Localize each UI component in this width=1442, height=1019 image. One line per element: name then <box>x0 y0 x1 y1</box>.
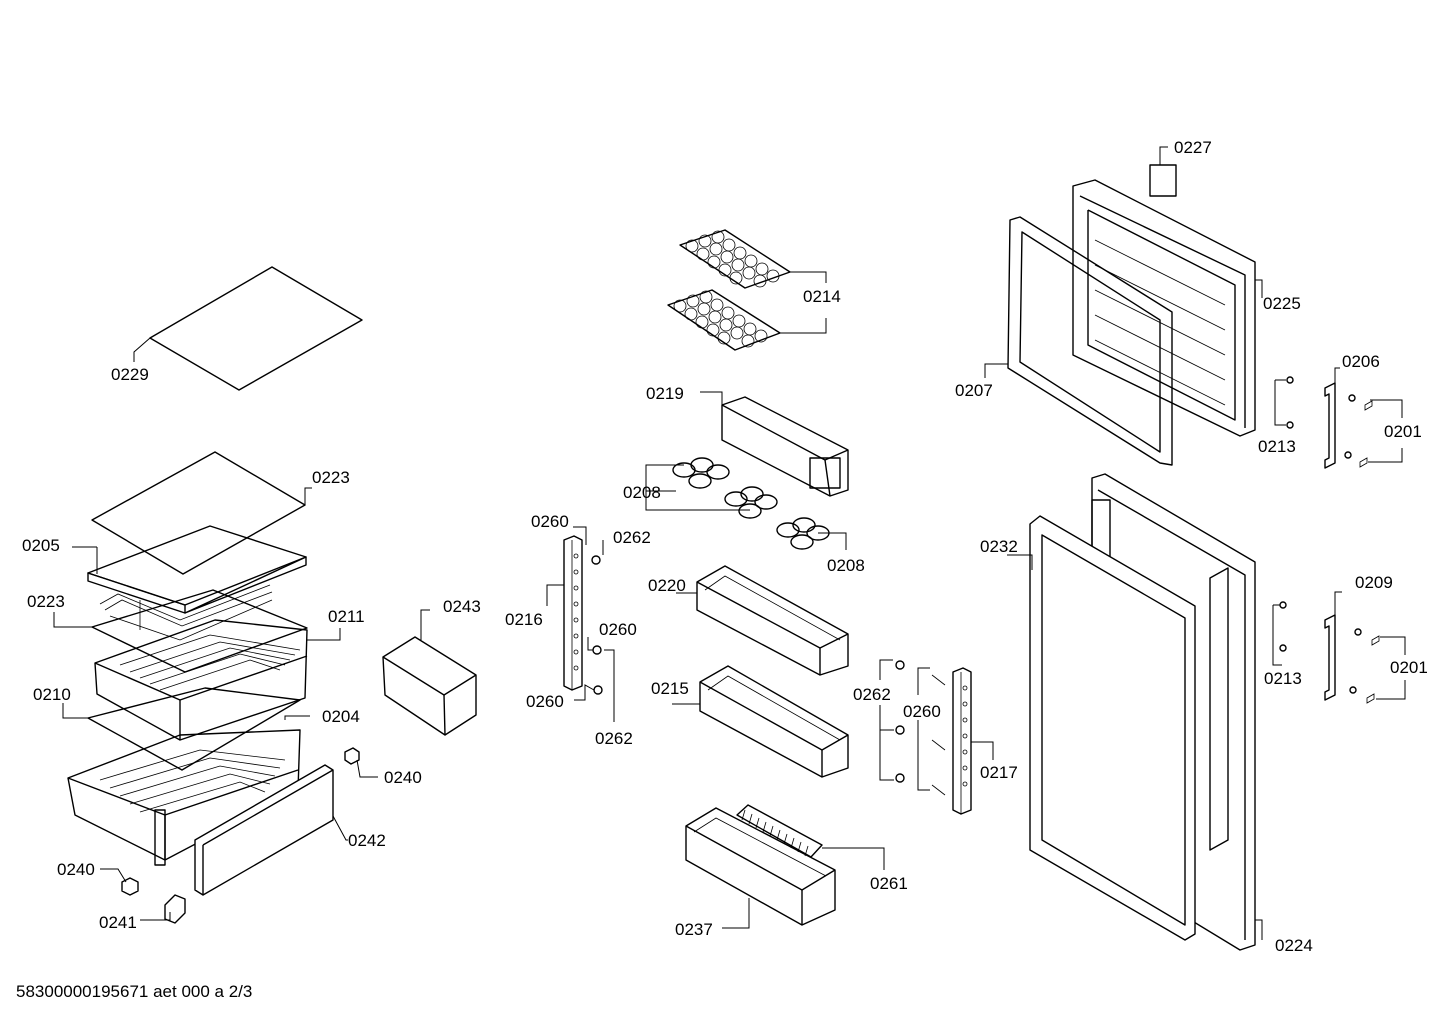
part-0207-freezer-gasket <box>984 216 1173 466</box>
label-0261: 0261 <box>870 874 908 893</box>
part-0240-clip-lower <box>100 868 139 896</box>
part-0208-egg-cup-a <box>645 457 730 492</box>
part-0208-egg-cup-c <box>776 517 847 550</box>
label-0240-lower: 0240 <box>57 860 95 879</box>
label-0219: 0219 <box>646 384 684 403</box>
part-0241-clip <box>140 894 186 924</box>
part-0227-label <box>1149 146 1177 197</box>
part-0215-door-shelf <box>672 665 849 778</box>
label-0229: 0229 <box>111 365 149 384</box>
part-0232-fridge-gasket <box>1007 515 1196 941</box>
part-0209-handle <box>1272 591 1406 704</box>
part-0229-plate <box>133 266 363 391</box>
label-0225: 0225 <box>1263 294 1301 313</box>
label-0260-a: 0260 <box>531 512 569 531</box>
label-0232: 0232 <box>980 537 1018 556</box>
part-0260-0262-screws-right <box>879 659 946 796</box>
label-0223-upper: 0223 <box>312 468 350 487</box>
label-0206: 0206 <box>1342 352 1380 371</box>
label-0260-b: 0260 <box>599 620 637 639</box>
label-0224: 0224 <box>1275 936 1313 955</box>
part-0217-hinge-bar <box>952 667 994 815</box>
label-0207: 0207 <box>955 381 993 400</box>
label-0262-a: 0262 <box>613 528 651 547</box>
label-0208-a: 0208 <box>623 483 661 502</box>
label-0242: 0242 <box>348 831 386 850</box>
part-0242-drawer-front <box>194 764 348 896</box>
label-0213-upper: 0213 <box>1258 437 1296 456</box>
part-0261-grill <box>736 804 885 870</box>
label-0211: 0211 <box>328 607 365 626</box>
part-0223-lower-plate <box>53 589 308 673</box>
label-0209: 0209 <box>1355 573 1393 592</box>
label-0262-c: 0262 <box>595 729 633 748</box>
part-0220-door-shelf <box>676 565 849 676</box>
label-0237: 0237 <box>675 920 713 939</box>
label-0210: 0210 <box>33 685 71 704</box>
part-0223-upper-plate <box>91 451 312 575</box>
label-0201-upper: 0201 <box>1384 422 1422 441</box>
part-0208-egg-cup-b <box>645 486 778 519</box>
label-0215: 0215 <box>651 679 689 698</box>
label-0262-b: 0262 <box>853 685 891 704</box>
label-0208-b: 0208 <box>827 556 865 575</box>
part-0225-freezer-door <box>1072 179 1263 437</box>
part-0206-handle <box>1274 367 1403 469</box>
part-0240-clip-upper <box>344 747 378 778</box>
label-0241: 0241 <box>99 913 137 932</box>
part-0214-egg-trays <box>667 229 827 351</box>
document-code: 58300000195671 aet 000 a 2/3 <box>16 982 253 1001</box>
label-0214: 0214 <box>803 287 841 306</box>
part-0205-shelf-frame <box>72 525 307 641</box>
label-0216: 0216 <box>505 610 543 629</box>
part-0210-plate <box>62 687 301 771</box>
label-0243: 0243 <box>443 597 481 616</box>
label-0227: 0227 <box>1174 138 1212 157</box>
part-0243-box <box>382 609 477 736</box>
part-0216-hinge-bar <box>546 535 583 691</box>
callout-labels: 0227 0214 0225 0229 0219 0206 0207 0213 … <box>22 138 1428 955</box>
label-0223-lower: 0223 <box>27 592 65 611</box>
part-0219-rack <box>700 391 849 497</box>
label-0217: 0217 <box>980 763 1018 782</box>
label-0260-c: 0260 <box>526 692 564 711</box>
label-0205: 0205 <box>22 536 60 555</box>
part-0211-crisper-drawer <box>94 619 341 741</box>
label-0240-upper: 0240 <box>384 768 422 787</box>
label-0213-lower: 0213 <box>1264 669 1302 688</box>
part-0260-0262-screws-left <box>573 526 615 722</box>
part-0237-door-bin <box>685 807 836 929</box>
label-0260-d: 0260 <box>903 702 941 721</box>
label-0204: 0204 <box>322 707 360 726</box>
label-0220: 0220 <box>648 576 686 595</box>
label-0201-lower: 0201 <box>1390 658 1428 677</box>
